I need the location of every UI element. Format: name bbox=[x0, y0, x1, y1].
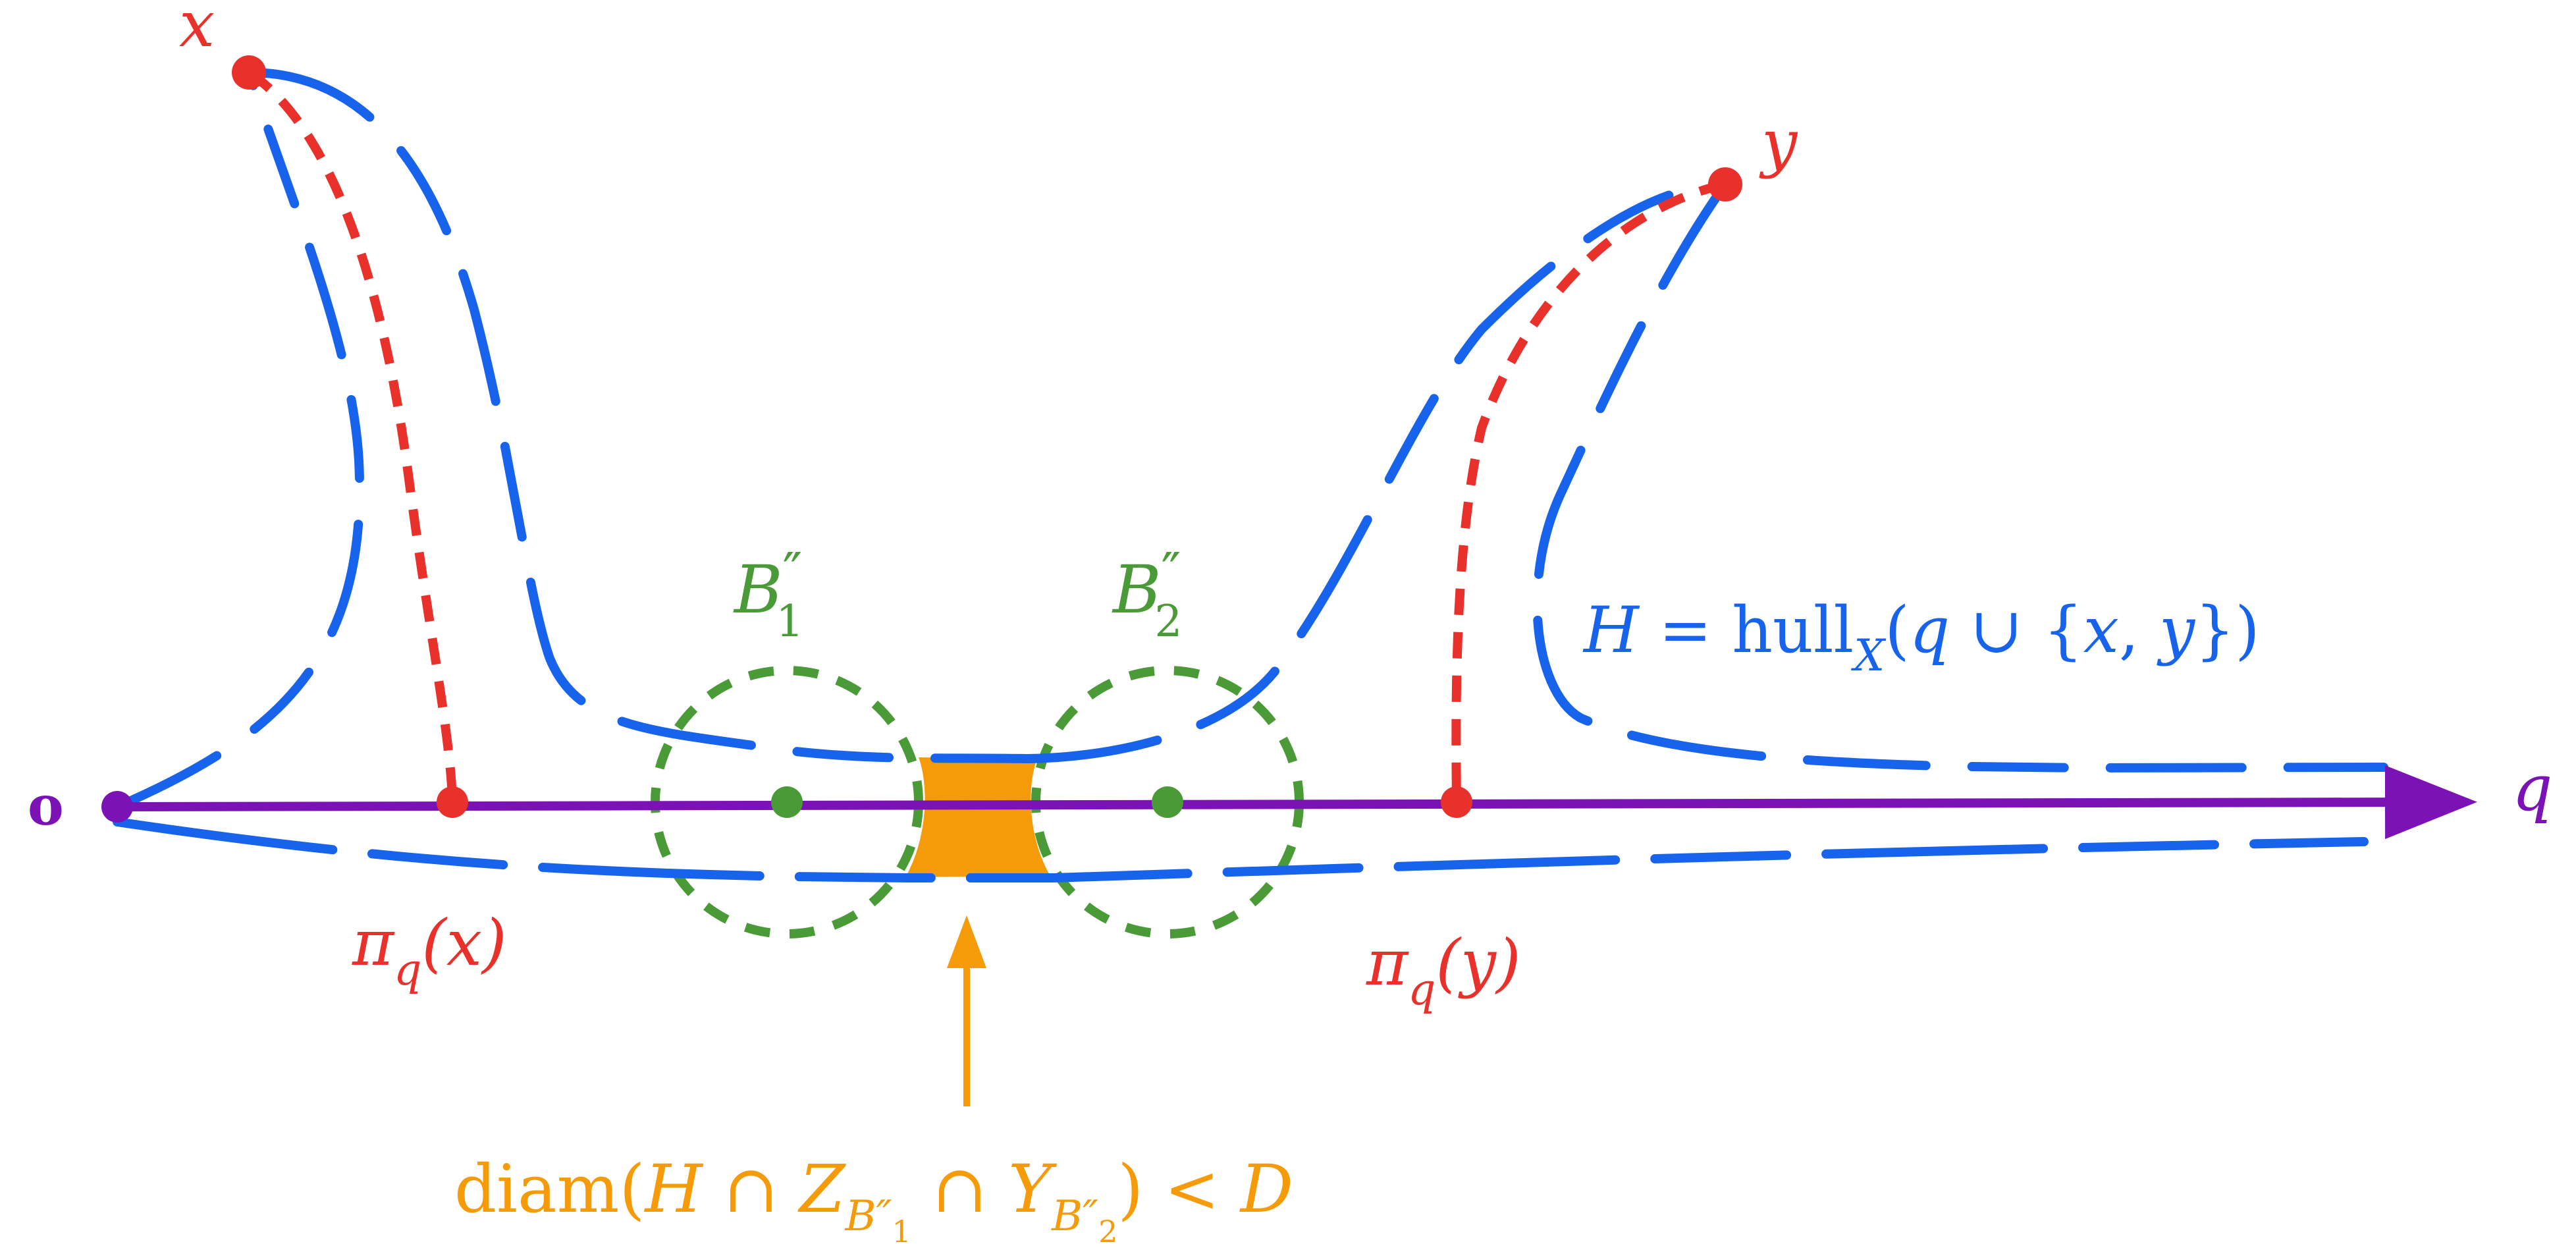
hull-lower-edge bbox=[113, 817, 2369, 882]
label-hull-q: q bbox=[1910, 593, 1950, 667]
geodesic-x-to-pix bbox=[246, 68, 457, 803]
label-origin: o bbox=[28, 774, 64, 838]
label-diam-Ysub2: 2 bbox=[1098, 1214, 1117, 1248]
label-hull-sub: X bbox=[1850, 630, 1887, 681]
label-pi-y-arg: (y) bbox=[1436, 926, 1520, 1000]
label-pi-x-arg: (x) bbox=[421, 906, 506, 980]
label-diam-cap2: ∩ bbox=[911, 1151, 1008, 1228]
region-arrow-head bbox=[947, 915, 986, 968]
geodesic-y-to-piy bbox=[1451, 180, 1727, 803]
label-b2-prime: ″ bbox=[1162, 541, 1181, 603]
label-pi-x: πq(x) bbox=[352, 906, 506, 995]
label-diam: diam(H ∩ ZB″1 ∩ YB″2) < D bbox=[454, 1151, 1293, 1248]
label-diam-Zsub: B″ bbox=[845, 1192, 892, 1241]
label-b1: B″1 bbox=[733, 541, 803, 647]
label-b1-sub: 1 bbox=[776, 596, 803, 647]
label-hull: H = hullX(q ∪ {x, y}) bbox=[1582, 593, 2260, 681]
label-hull-cup: ∪ { bbox=[1950, 593, 2083, 667]
label-pi-y: πq(y) bbox=[1366, 926, 1520, 1015]
ball-b1-center bbox=[771, 786, 803, 818]
label-pi-y-pi: π bbox=[1366, 926, 1409, 1000]
label-b2-sub: 2 bbox=[1154, 596, 1182, 647]
label-b1-main: B bbox=[733, 551, 783, 628]
label-hull-comma: , bbox=[2119, 593, 2159, 667]
origin-point bbox=[101, 791, 133, 823]
label-hull-close: }) bbox=[2195, 593, 2260, 667]
label-hull-H: H bbox=[1582, 593, 1640, 667]
label-diam-Ysub: B″ bbox=[1051, 1192, 1098, 1241]
label-pi-y-sub: q bbox=[1408, 964, 1436, 1015]
label-diam-D: D bbox=[1239, 1151, 1293, 1228]
projection-geodesics bbox=[246, 68, 1727, 803]
label-diam-cap1: ∩ bbox=[703, 1151, 799, 1228]
projection-x-point bbox=[437, 786, 468, 818]
label-diam-H: H bbox=[643, 1151, 703, 1228]
label-b2: B″2 bbox=[1112, 541, 1182, 647]
projection-y-point bbox=[1441, 786, 1472, 818]
label-pi-x-sub: q bbox=[394, 944, 421, 995]
label-hull-y: y bbox=[2157, 593, 2196, 667]
hull-left-spike-inner bbox=[244, 68, 1032, 763]
label-diam-Zsub2: 1 bbox=[892, 1214, 911, 1248]
label-x: x bbox=[179, 0, 215, 61]
label-pi-x-pi: π bbox=[352, 906, 395, 980]
label-b2-main: B bbox=[1112, 551, 1162, 628]
label-q: q bbox=[2512, 751, 2552, 825]
hull-right-spike-outer bbox=[1532, 180, 2388, 773]
point-y bbox=[1708, 167, 1742, 202]
point-x bbox=[232, 55, 266, 90]
label-diam-close: ) < bbox=[1117, 1151, 1240, 1228]
label-y: y bbox=[1759, 106, 1798, 180]
label-b1-prime: ″ bbox=[783, 541, 803, 603]
intersection-region bbox=[905, 757, 1050, 877]
hull-boundary bbox=[113, 68, 2388, 882]
label-hull-x: x bbox=[2083, 593, 2119, 667]
ball-b2-center bbox=[1152, 786, 1183, 818]
label-diam-Z: Z bbox=[797, 1151, 846, 1228]
label-diam-Y: Y bbox=[1008, 1151, 1057, 1228]
label-hull-eq: = hull bbox=[1639, 593, 1854, 667]
hull-right-spike-inner bbox=[1023, 180, 1730, 763]
label-hull-open: ( bbox=[1885, 593, 1909, 667]
axis-q bbox=[117, 765, 2477, 840]
label-diam-word: diam( bbox=[454, 1151, 645, 1228]
hull-left-spike-outer bbox=[113, 68, 365, 811]
